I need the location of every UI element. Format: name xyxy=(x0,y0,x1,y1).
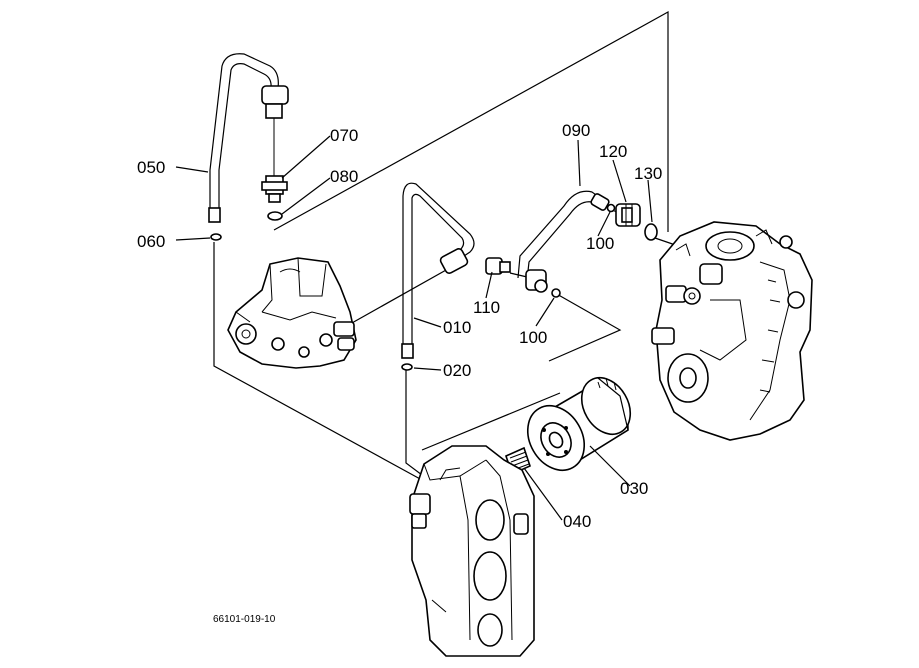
callout-130: 130 xyxy=(634,164,662,183)
pipe-050 xyxy=(208,53,289,223)
leader-lines xyxy=(175,135,653,521)
callout-100-lower: 100 xyxy=(519,328,547,347)
o-ring-080 xyxy=(267,211,283,221)
nipple-070 xyxy=(261,175,288,203)
hst-pump xyxy=(651,221,813,441)
callout-020: 020 xyxy=(443,361,471,380)
callout-120: 120 xyxy=(599,142,627,161)
callout-030: 030 xyxy=(620,479,648,498)
callout-010: 010 xyxy=(443,318,471,337)
o-ring-060 xyxy=(210,233,222,241)
o-ring-130 xyxy=(644,223,658,241)
callout-090: 090 xyxy=(562,121,590,140)
callout-080: 080 xyxy=(330,167,358,186)
valve-body xyxy=(227,257,357,369)
callout-050: 050 xyxy=(137,158,165,177)
oil-filter-030 xyxy=(526,376,632,471)
o-ring-100-upper xyxy=(606,203,616,213)
o-ring-100-lower xyxy=(551,288,561,298)
callout-labels: 050 060 070 080 010 020 090 120 130 100 … xyxy=(137,121,662,531)
callout-040: 040 xyxy=(563,512,591,531)
callout-060: 060 xyxy=(137,232,165,251)
adapter-120 xyxy=(615,203,641,227)
callout-110: 110 xyxy=(473,298,500,317)
pipe-010 xyxy=(401,182,475,359)
assembly-guide-lines xyxy=(213,10,691,481)
transmission-case xyxy=(409,445,535,657)
fitting-110 xyxy=(485,257,511,275)
figure-code: 66101-019-10 xyxy=(213,614,276,625)
callout-100-upper: 100 xyxy=(586,234,614,253)
callout-070: 070 xyxy=(330,126,358,145)
pipe-090 xyxy=(517,190,610,293)
o-ring-020 xyxy=(401,363,413,371)
